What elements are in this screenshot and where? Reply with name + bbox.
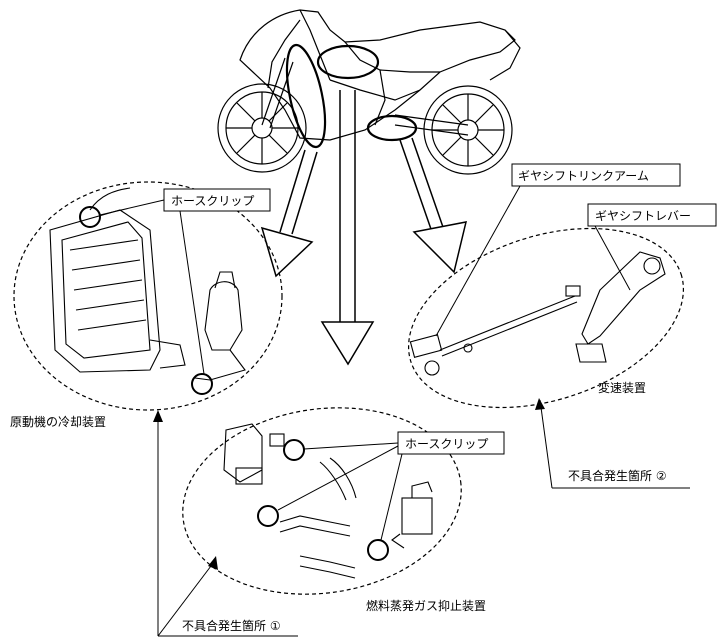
- shifter-highlight: [366, 114, 418, 142]
- cooling-device-region: [13, 181, 283, 411]
- defect-2-label: 不具合発生箇所 ②: [568, 468, 667, 483]
- hose-clip-marker-4: [257, 505, 279, 527]
- tank-highlight: [316, 44, 380, 80]
- leader-line: [303, 442, 399, 450]
- defect-1-callout: [153, 410, 298, 637]
- transmission-region: [407, 227, 685, 409]
- transmission-label: 変速装置: [598, 380, 646, 395]
- shift-linkage-illustration: [409, 251, 666, 376]
- arrow-to-transmission: [399, 137, 468, 274]
- cooling-device-label: 原動機の冷却装置: [10, 414, 106, 429]
- defect-2-callout: [535, 398, 690, 489]
- motorcycle-illustration: [217, 9, 521, 175]
- leader-line: [99, 199, 165, 216]
- hose-clip-marker-5: [367, 539, 389, 561]
- evap-components-illustration: [223, 423, 433, 579]
- leader-line: [594, 225, 631, 291]
- shift-lever-label: ギヤシフトレバー: [595, 209, 691, 223]
- link-arm-box: [511, 163, 681, 187]
- arrow-to-evap: [320, 90, 375, 366]
- evap-device-region: [182, 407, 462, 595]
- hose-clip-marker-2: [191, 373, 213, 395]
- leader-line: [435, 185, 521, 337]
- hose-clip-mid-label: ホースクリップ: [405, 437, 488, 451]
- leader-line: [380, 453, 403, 541]
- hose-clip-marker-3: [283, 439, 305, 461]
- shift-lever-box: [587, 203, 717, 227]
- hose-clip-marker-1: [79, 206, 101, 228]
- evap-device-label: 燃料蒸発ガス抑止装置: [366, 598, 486, 613]
- radiator-highlight: [285, 43, 327, 149]
- link-arm-label: ギヤシフトリンクアーム: [518, 169, 649, 183]
- leader-line: [179, 210, 205, 375]
- hose-clip-top-label: ホースクリップ: [171, 194, 254, 208]
- arrow-to-cooling: [260, 149, 318, 278]
- leader-line: [277, 445, 399, 511]
- defect-1-label: 不具合発生箇所 ①: [182, 618, 281, 633]
